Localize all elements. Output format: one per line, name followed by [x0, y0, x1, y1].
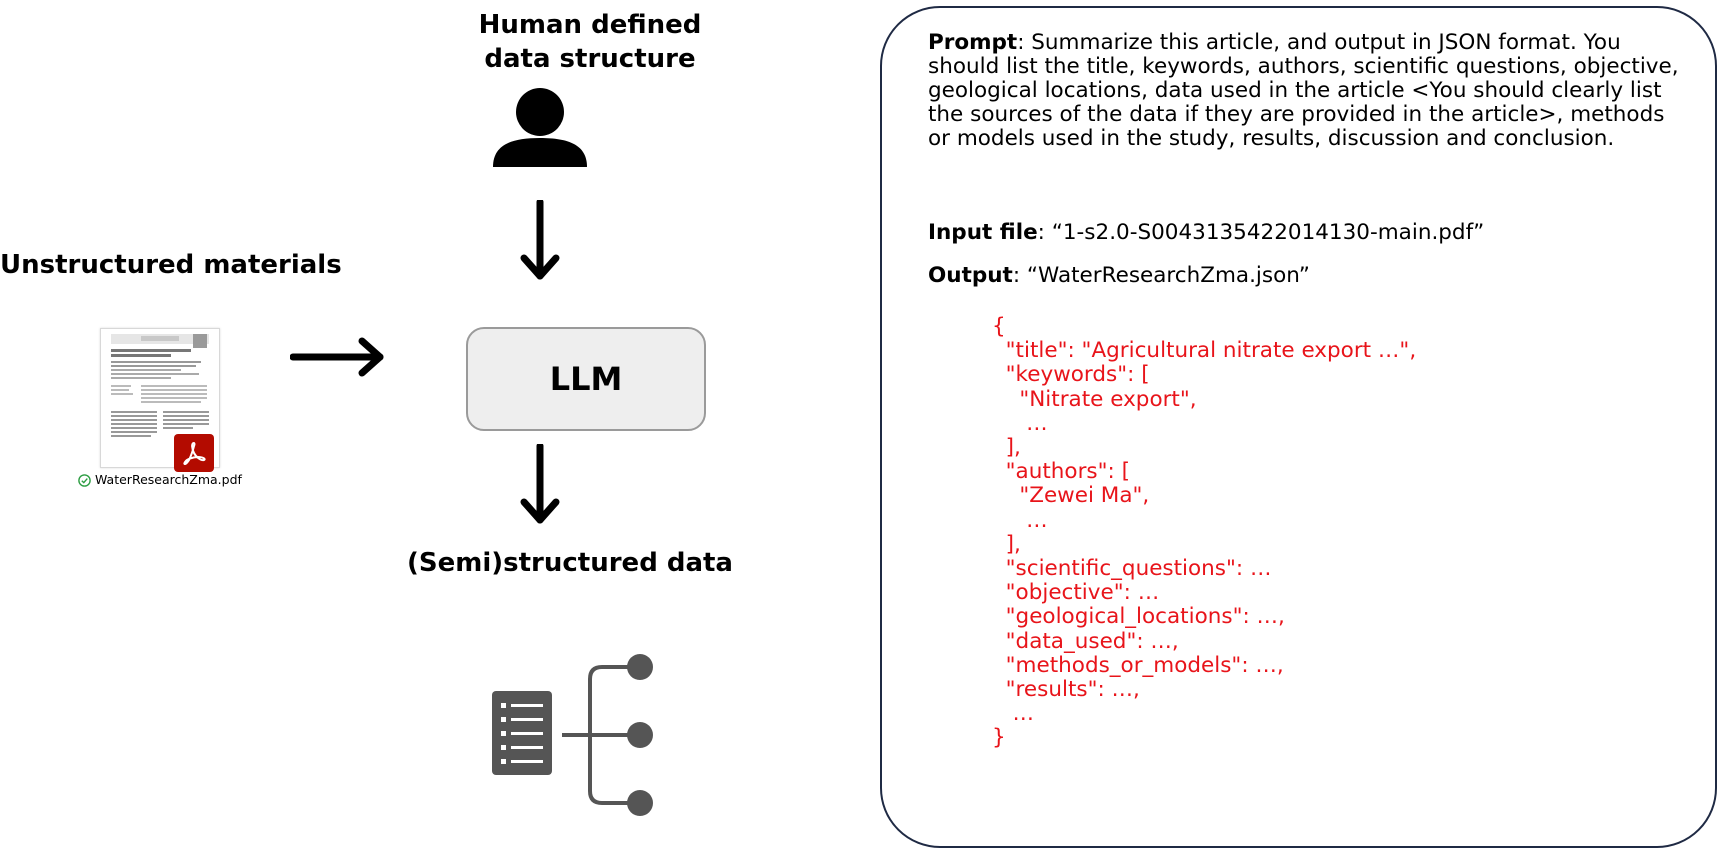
json-line: "keywords": [: [992, 362, 1150, 388]
json-line: "Nitrate export",: [992, 386, 1197, 412]
prompt-text: Prompt: Summarize this article, and outp…: [928, 31, 1688, 151]
arrow-down-icon: [520, 444, 560, 524]
json-line: "authors": [: [992, 459, 1130, 485]
output-value: : “WaterResearchZma.json”: [1012, 263, 1310, 288]
json-line: …: [992, 507, 1048, 533]
arrow-down-icon: [520, 200, 560, 280]
json-line: "objective": …: [992, 580, 1160, 606]
json-output-block: { "title": "Agricultural nitrate export …: [992, 314, 1417, 751]
person-icon: [493, 88, 587, 167]
llm-box: LLM: [466, 327, 706, 431]
semi-structured-heading: (Semi)structured data: [407, 548, 733, 578]
file-name: WaterResearchZma.pdf: [95, 472, 242, 487]
json-line: "Zewei Ma",: [992, 483, 1150, 509]
arrow-right-icon: [290, 337, 384, 377]
json-line: }: [992, 725, 1006, 751]
llm-label: LLM: [549, 360, 623, 398]
tree-branch-icon: [562, 654, 653, 816]
human-defined-heading: Human defined data structure: [478, 10, 702, 74]
json-line: "scientific_questions": …: [992, 556, 1272, 582]
json-line: …: [992, 701, 1035, 727]
json-line: "methods_or_models": …,: [992, 652, 1284, 678]
check-icon: [78, 473, 91, 487]
json-line: "data_used": …,: [992, 628, 1179, 654]
output-line: Output: “WaterResearchZma.json”: [928, 264, 1688, 288]
json-line: {: [992, 314, 1006, 339]
input-file-value: : “1-s2.0-S0043135422014130-main.pdf”: [1037, 220, 1485, 245]
document-thumbnail-icon: [100, 328, 220, 468]
output-label: Output: [928, 263, 1013, 288]
list-document-icon: [492, 691, 552, 775]
unstructured-materials-heading: Unstructured materials: [0, 250, 342, 280]
json-line: "geological_locations": …,: [992, 604, 1285, 630]
json-line: "results": …,: [992, 677, 1140, 703]
file-name-row[interactable]: WaterResearchZma.pdf: [78, 472, 242, 488]
input-file-label: Input file: [928, 220, 1038, 245]
prompt-label: Prompt: [928, 30, 1018, 55]
json-line: …: [992, 410, 1048, 436]
json-line: ],: [992, 531, 1021, 557]
pdf-icon: [174, 434, 214, 472]
json-line: "title": "Agricultural nitrate export …"…: [992, 338, 1417, 364]
prompt-body: : Summarize this article, and output in …: [928, 30, 1679, 151]
prompt-panel: [880, 6, 1717, 848]
input-file-line: Input file: “1-s2.0-S0043135422014130-ma…: [928, 221, 1688, 245]
json-line: ],: [992, 435, 1021, 461]
